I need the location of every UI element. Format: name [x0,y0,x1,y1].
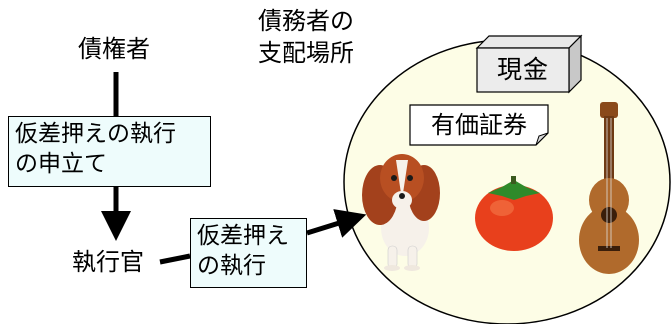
dog-image [362,154,440,271]
guitar-image [579,102,639,274]
securities-note-fold [535,132,549,146]
cash-box-top [475,35,583,49]
application-box: 仮差押えの執行 の申立て [8,116,211,187]
application-line1: 仮差押えの執行 [15,121,176,147]
debtor-domain-title-line2: 支配場所 [258,39,354,67]
enforcement-officer-label: 執行官 [72,248,144,276]
application-line2: の申立て [15,151,107,177]
persimmon-image [475,176,553,251]
execution-box: 仮差押え の執行 [190,218,307,288]
execution-line1: 仮差押え [197,223,289,249]
cash-box-front [476,47,570,93]
cash-label: 現金 [496,55,549,84]
debtor-domain-title-line1: 債務者の [258,7,354,35]
officer-connector [159,253,191,265]
execution-line2: の執行 [197,253,266,279]
execution-arrow [306,209,367,238]
securities-label: 有価証券 [431,111,527,139]
creditor-label: 債権者 [78,35,150,63]
